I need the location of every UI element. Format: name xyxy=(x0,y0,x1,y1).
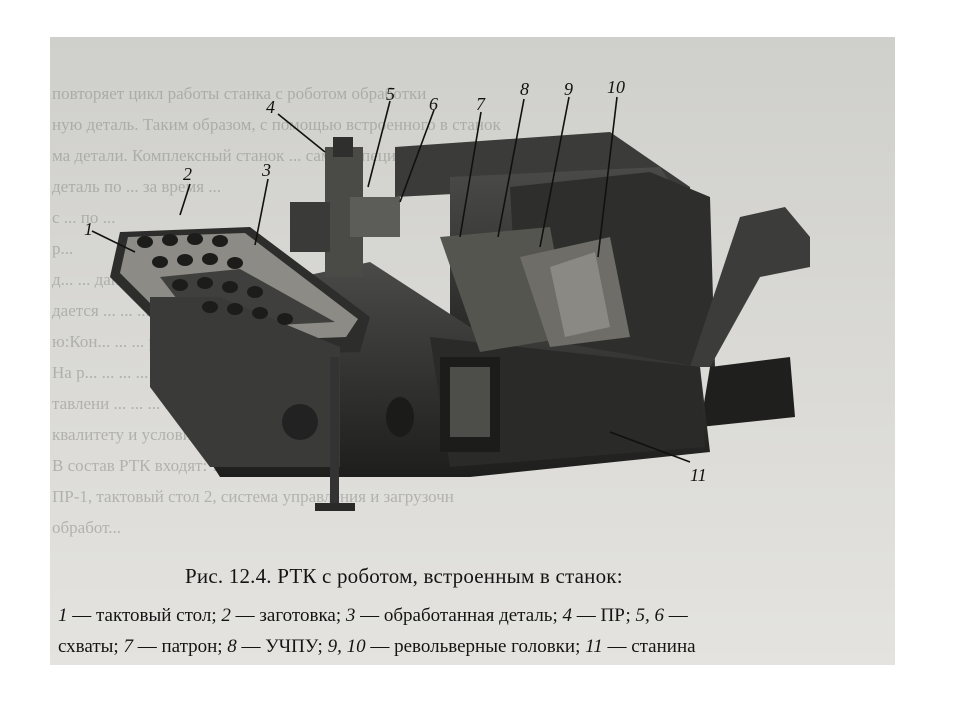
workpiece-stud xyxy=(202,301,218,313)
callout-10: 10 xyxy=(607,77,625,97)
legend-text: — УЧПУ; xyxy=(236,636,328,657)
callout-6: 6 xyxy=(429,94,438,114)
legend-text: — патрон; xyxy=(132,636,228,657)
legend-number: 4 xyxy=(562,605,573,626)
workpiece-stud xyxy=(197,277,213,289)
machine-illustration: повторяет цикл работы станка с роботом о… xyxy=(50,37,895,665)
figure-legend-line-2: схваты; 7 — патрон; 8 — УЧПУ; 9, 10 — ре… xyxy=(58,636,696,658)
legend-number: 8 xyxy=(227,636,237,657)
background-text-line: ную деталь. Таким образом, с помощью вст… xyxy=(52,115,502,134)
legend-text: — xyxy=(664,605,688,626)
workpiece-stud xyxy=(212,235,228,247)
workpiece-stud xyxy=(252,307,268,319)
legend-text: — заготовка; xyxy=(230,605,346,626)
workpiece-stud xyxy=(177,254,193,266)
legend-number: 3 xyxy=(345,605,356,626)
callout-7: 7 xyxy=(476,94,485,114)
workpiece-stud xyxy=(227,257,243,269)
legend-number: 11 xyxy=(585,636,603,657)
callout-2: 2 xyxy=(183,164,192,184)
callout-9: 9 xyxy=(564,79,573,99)
workpiece-stud xyxy=(137,236,153,248)
legend-number: 2 xyxy=(221,605,231,626)
workpiece-stud xyxy=(152,256,168,268)
callout-1: 1 xyxy=(84,219,93,239)
legend-text: схваты; xyxy=(58,636,124,657)
workpiece-stud xyxy=(222,281,238,293)
legend-text: — тактовый стол; xyxy=(67,605,222,626)
callout-11: 11 xyxy=(690,465,707,485)
background-text-line: повторяет цикл работы станка с роботом о… xyxy=(52,84,426,103)
legend-number: 9, 10 xyxy=(327,636,366,657)
callout-3: 3 xyxy=(262,160,271,180)
background-text-line: ПР-1, тактовый стол 2, система управлени… xyxy=(52,487,454,506)
callout-5: 5 xyxy=(386,84,395,104)
workpiece-stud xyxy=(202,253,218,265)
legend-number: 1 xyxy=(58,605,68,626)
legend-number: 5, 6 xyxy=(635,605,665,626)
workpiece-stud xyxy=(247,286,263,298)
background-text-line: деталь по ... за время ... xyxy=(52,177,221,196)
legend-text: — станина xyxy=(602,636,696,657)
figure-legend-line-1: 1 — тактовый стол; 2 — заготовка; 3 — об… xyxy=(58,605,688,627)
callout-8: 8 xyxy=(520,79,529,99)
workpiece-stud xyxy=(227,303,243,315)
workpiece-stud xyxy=(172,279,188,291)
background-text-line: с ... по ... xyxy=(52,208,115,227)
legend-text: — ПР; xyxy=(572,605,636,626)
legend-text: — обработанная деталь; xyxy=(355,605,563,626)
figure-caption-title: Рис. 12.4. РТК с роботом, встроенным в с… xyxy=(185,564,623,588)
legend-text: — револьверные головки; xyxy=(365,636,586,657)
legend-number: 7 xyxy=(123,636,133,657)
workpiece-stud xyxy=(277,313,293,325)
background-text-line: ма детали. Комплексный станок ... самой … xyxy=(52,146,447,165)
figure-photo: повторяет цикл работы станка с роботом о… xyxy=(50,37,895,665)
workpiece-stud xyxy=(187,233,203,245)
callout-4: 4 xyxy=(266,97,275,117)
background-text-line: обработ... xyxy=(52,518,121,537)
background-text-line: р... xyxy=(52,239,73,258)
workpiece-stud xyxy=(162,234,178,246)
